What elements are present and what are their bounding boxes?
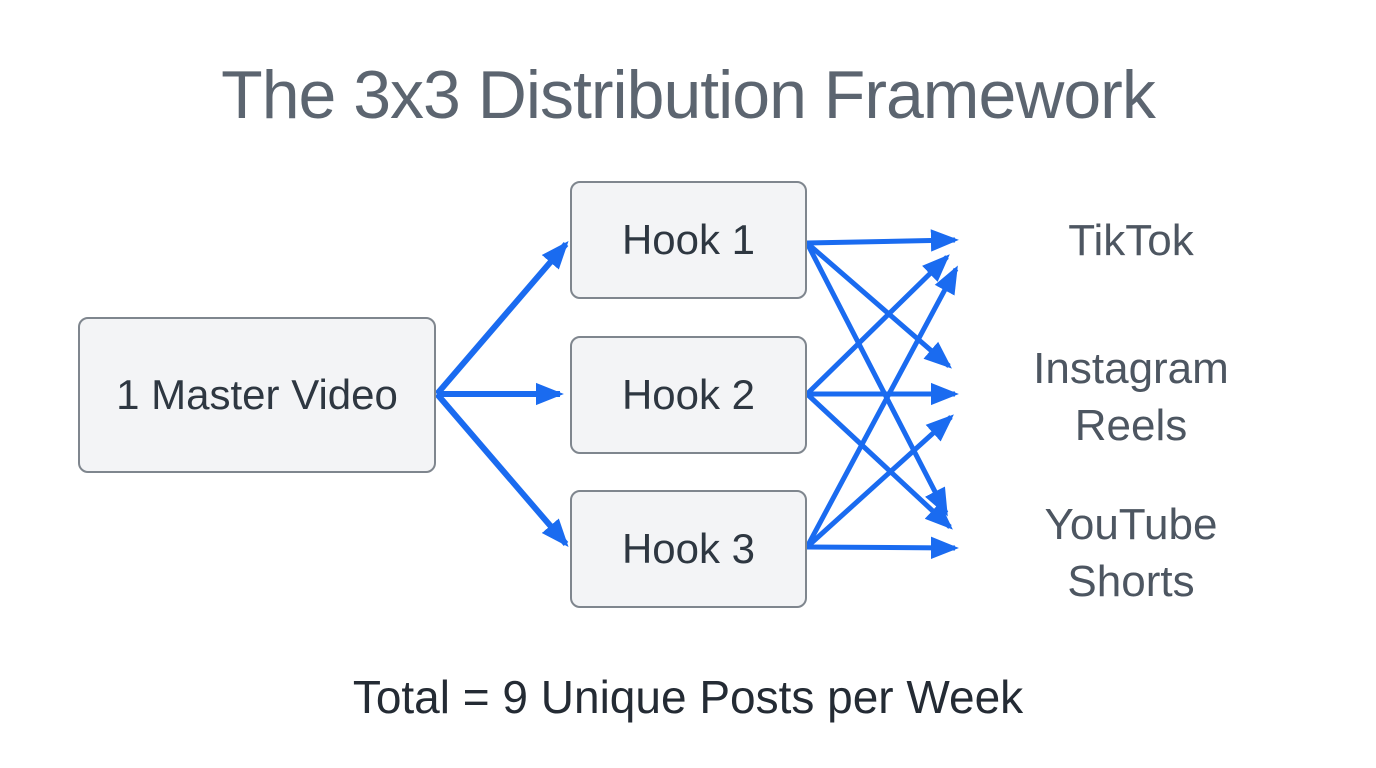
- hook-1-node: Hook 1: [570, 181, 807, 299]
- platform-label-tiktok: TikTok: [1068, 216, 1194, 265]
- arrow-hook3-to-instagram: [805, 414, 954, 549]
- master-video-node: 1 Master Video: [78, 317, 436, 473]
- hook-2-node: Hook 2: [570, 336, 807, 454]
- arrow-hook3-to-youtube: [806, 536, 959, 560]
- hook-3-node: Hook 3: [570, 490, 807, 608]
- arrow-hook3-to-tiktok: [804, 265, 959, 549]
- diagram-title: The 3x3 Distribution Framework: [221, 57, 1156, 133]
- arrow-hook2-to-tiktok: [805, 254, 950, 396]
- hook-2-label: Hook 2: [621, 371, 756, 418]
- arrow-hook1-to-youtube: [804, 241, 949, 517]
- hook-3-label: Hook 3: [621, 525, 756, 572]
- footer-summary: Total = 9 Unique Posts per Week: [352, 671, 1024, 723]
- arrow-hook1-to-tiktok: [806, 229, 959, 252]
- arrow-master-to-hook1: [434, 241, 569, 396]
- hook-1-label: Hook 1: [621, 216, 756, 263]
- arrow-hook1-to-instagram: [805, 241, 952, 369]
- platform-label-youtube-shorts: YouTube Shorts: [1044, 500, 1218, 606]
- arrow-hook2-to-youtube: [805, 392, 953, 530]
- master-video-label: 1 Master Video: [116, 371, 398, 418]
- arrow-master-to-hook3: [434, 392, 569, 547]
- platform-label-instagram-reels: Instagram Reels: [1033, 344, 1229, 450]
